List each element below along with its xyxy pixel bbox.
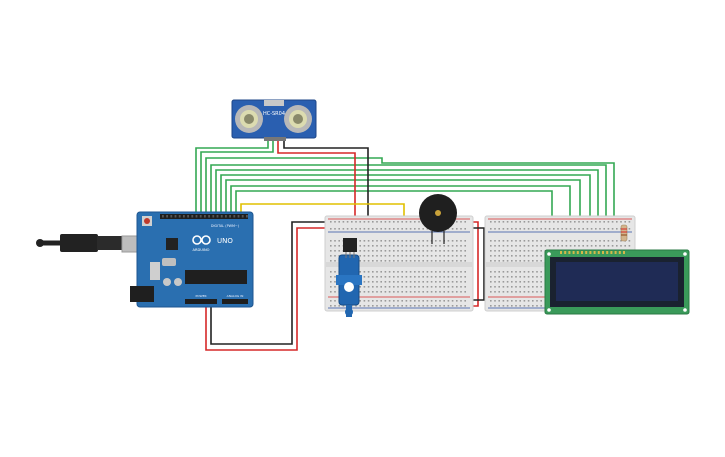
- resistor[interactable]: [620, 224, 628, 242]
- wire-5v-power[interactable]: [205, 227, 326, 351]
- lcd-display[interactable]: [544, 249, 690, 315]
- wire-sensor-vcc[interactable]: [277, 138, 356, 240]
- analog-header-label: ANALOG IN: [227, 294, 244, 298]
- brand-label: ARDUINO: [193, 248, 210, 252]
- ultrasonic-sensor[interactable]: HC-SR04: [231, 99, 317, 141]
- usb-chip: [166, 238, 178, 250]
- arduino-logo: [192, 235, 211, 245]
- wire-lcd-5[interactable]: [225, 179, 581, 240]
- wire-lcd-7[interactable]: [235, 190, 553, 224]
- atmega-chip: [185, 270, 247, 284]
- sensor-model-label: HC-SR04: [263, 111, 285, 117]
- green-wires[interactable]: [195, 138, 615, 240]
- wire-lcd-1[interactable]: [205, 157, 615, 240]
- digital-header-label: DIGITAL (PWM~): [211, 224, 240, 228]
- crystal: [162, 258, 176, 266]
- breadboard-left: [324, 215, 474, 312]
- wire-sensor-1[interactable]: [195, 138, 269, 215]
- power-header: [185, 299, 217, 304]
- wire-gnd[interactable]: [210, 221, 326, 345]
- lcd-screen: [556, 262, 678, 301]
- transistor[interactable]: [343, 238, 357, 258]
- arduino-uno[interactable]: DIGITAL (PWM~) UNO ARDUINO POWER ANALOG …: [36, 211, 254, 308]
- dc-power-jack[interactable]: [130, 286, 154, 302]
- usb-cable[interactable]: [36, 234, 155, 253]
- wire-sensor-2[interactable]: [200, 138, 274, 215]
- analog-header: [222, 299, 248, 304]
- wire-sensor-gnd[interactable]: [283, 138, 369, 222]
- micro-servo[interactable]: [336, 254, 362, 317]
- power-header-label: POWER: [195, 294, 206, 298]
- wire-lcd-4[interactable]: [220, 174, 591, 240]
- piezo-buzzer[interactable]: [419, 194, 457, 244]
- wire-lcd-3[interactable]: [215, 169, 599, 240]
- wire-lcd-2[interactable]: [210, 164, 607, 240]
- board-model-label: UNO: [217, 237, 233, 245]
- wire-lcd-6[interactable]: [230, 185, 571, 238]
